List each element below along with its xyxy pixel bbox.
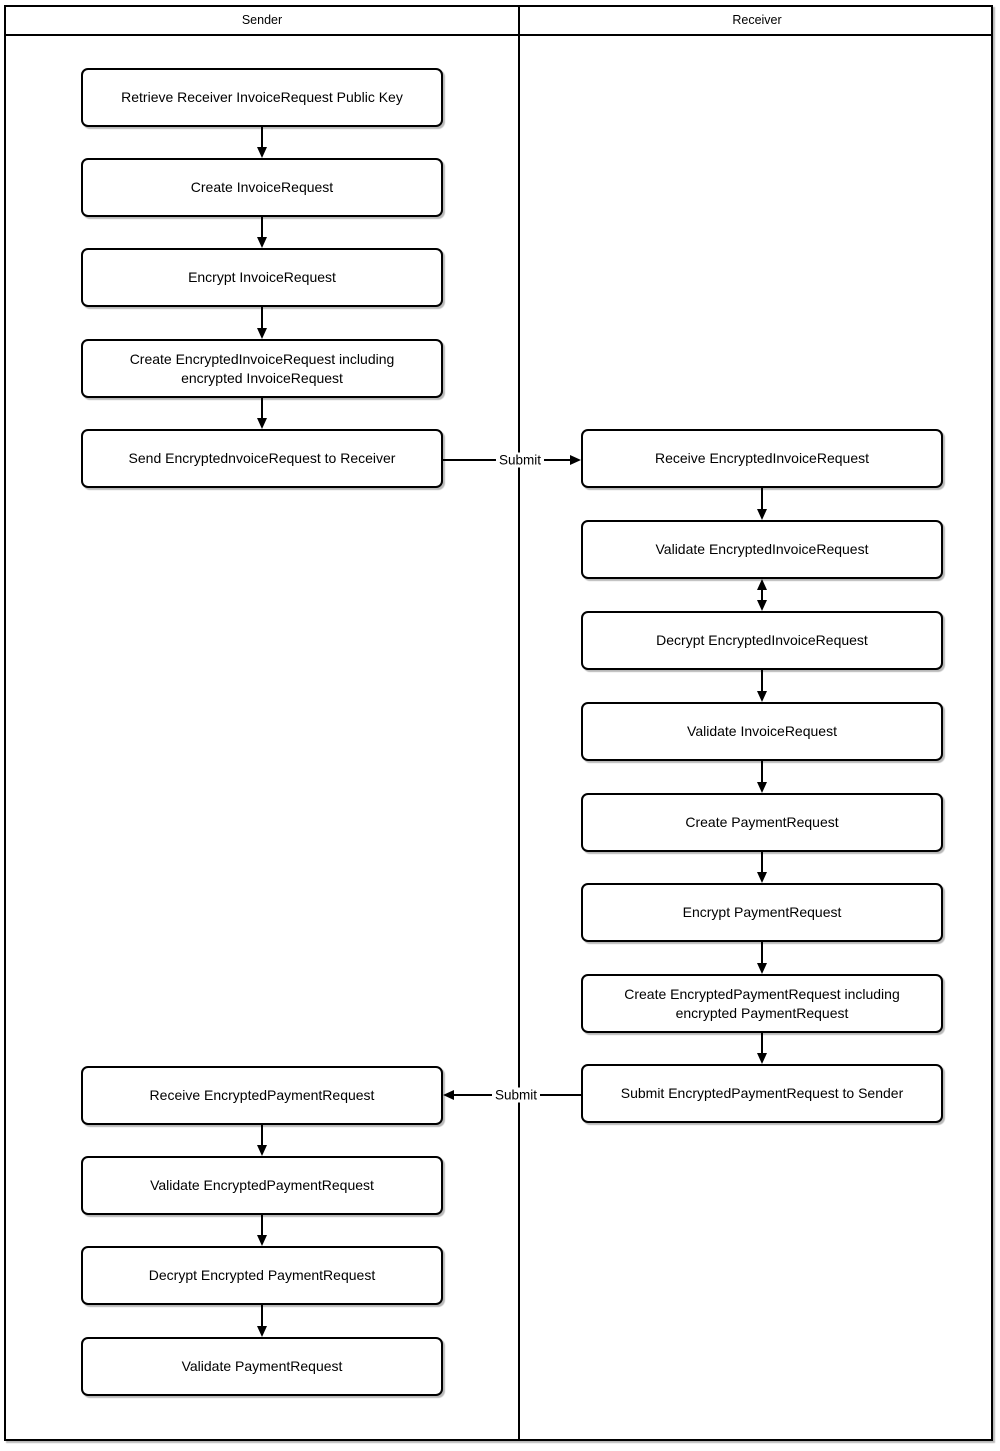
node-label: Create PaymentRequest (685, 814, 839, 831)
arrow-sender-8-9 (261, 1305, 263, 1328)
node-create-encryptedinvoicerequest: Create EncryptedInvoiceRequest including… (81, 339, 443, 398)
arrow-receiver-3-4 (761, 670, 763, 693)
arrowhead-down-icon (257, 147, 267, 158)
arrowhead-down-icon (257, 1145, 267, 1156)
node-decrypt-encryptedinvoicerequest: Decrypt EncryptedInvoiceRequest (581, 611, 943, 670)
arrow-receiver-6-7 (761, 942, 763, 965)
arrowhead-up-icon (757, 579, 767, 590)
node-label: Create EncryptedPaymentRequest including… (624, 986, 900, 1021)
lane-header-separator (4, 34, 993, 36)
node-label: Validate InvoiceRequest (687, 723, 837, 740)
node-send-encryptedinvoicerequest: Send EncryptednvoiceRequest to Receiver (81, 429, 443, 488)
arrowhead-down-icon (257, 1326, 267, 1337)
node-label: Receive EncryptedPaymentRequest (149, 1087, 375, 1104)
arrowhead-left-icon (443, 1090, 454, 1100)
node-label: Validate PaymentRequest (181, 1358, 343, 1375)
arrowhead-down-icon (757, 509, 767, 520)
node-label: Validate EncryptedInvoiceRequest (655, 541, 869, 558)
lane-title-receiver: Receiver (732, 13, 782, 27)
arrow-receiver-7-8 (761, 1033, 763, 1055)
arrowhead-down-icon (757, 782, 767, 793)
arrowhead-down-icon (257, 237, 267, 248)
node-label: Decrypt Encrypted PaymentRequest (148, 1267, 376, 1284)
edge-label-submit-invoice: Submit (495, 452, 545, 468)
node-create-paymentrequest: Create PaymentRequest (581, 793, 943, 852)
arrowhead-down-icon (257, 418, 267, 429)
node-label: Create InvoiceRequest (190, 179, 334, 196)
arrow-sender-6-7 (261, 1125, 263, 1147)
arrow-receiver-1-2 (761, 488, 763, 511)
node-validate-encryptedinvoicerequest: Validate EncryptedInvoiceRequest (581, 520, 943, 579)
arrowhead-right-icon (570, 455, 581, 465)
node-create-encryptedpaymentrequest: Create EncryptedPaymentRequest including… (581, 974, 943, 1033)
node-label: Create EncryptedInvoiceRequest including… (129, 351, 395, 386)
arrow-sender-2-3 (261, 217, 263, 239)
node-validate-invoicerequest: Validate InvoiceRequest (581, 702, 943, 761)
node-label: Decrypt EncryptedInvoiceRequest (656, 632, 868, 649)
arrow-sender-4-5 (261, 398, 263, 420)
arrowhead-down-icon (257, 1235, 267, 1246)
arrow-receiver-2-3-bidirectional (761, 588, 763, 602)
arrow-sender-7-8 (261, 1215, 263, 1237)
node-retrieve-receiver-public-key: Retrieve Receiver InvoiceRequest Public … (81, 68, 443, 127)
node-validate-paymentrequest: Validate PaymentRequest (81, 1337, 443, 1396)
node-label: Send EncryptednvoiceRequest to Receiver (128, 450, 396, 467)
node-receive-encryptedinvoicerequest: Receive EncryptedInvoiceRequest (581, 429, 943, 488)
node-label: Receive EncryptedInvoiceRequest (654, 450, 869, 467)
node-validate-encryptedpaymentrequest: Validate EncryptedPaymentRequest (81, 1156, 443, 1215)
arrow-receiver-5-6 (761, 852, 763, 874)
node-encrypt-invoicerequest: Encrypt InvoiceRequest (81, 248, 443, 307)
arrowhead-down-icon (757, 600, 767, 611)
arrowhead-down-icon (757, 872, 767, 883)
arrowhead-down-icon (757, 691, 767, 702)
node-label: Retrieve Receiver InvoiceRequest Public … (121, 89, 403, 106)
arrow-sender-1-2 (261, 127, 263, 149)
node-encrypt-paymentrequest: Encrypt PaymentRequest (581, 883, 943, 942)
arrowhead-down-icon (257, 328, 267, 339)
arrowhead-down-icon (757, 963, 767, 974)
node-label: Validate EncryptedPaymentRequest (150, 1177, 374, 1194)
arrow-sender-3-4 (261, 307, 263, 330)
node-decrypt-encrypted-paymentrequest: Decrypt Encrypted PaymentRequest (81, 1246, 443, 1305)
edge-label-submit-payment: Submit (491, 1087, 541, 1103)
arrowhead-down-icon (757, 1053, 767, 1064)
lane-divider (518, 5, 520, 1441)
node-label: Encrypt PaymentRequest (682, 904, 842, 921)
lane-title-sender: Sender (241, 13, 283, 27)
node-create-invoicerequest: Create InvoiceRequest (81, 158, 443, 217)
node-label: Encrypt InvoiceRequest (188, 269, 336, 286)
node-receive-encryptedpaymentrequest: Receive EncryptedPaymentRequest (81, 1066, 443, 1125)
arrow-receiver-4-5 (761, 761, 763, 784)
node-label: Submit EncryptedPaymentRequest to Sender (620, 1085, 904, 1102)
node-submit-encryptedpaymentrequest: Submit EncryptedPaymentRequest to Sender (581, 1064, 943, 1123)
